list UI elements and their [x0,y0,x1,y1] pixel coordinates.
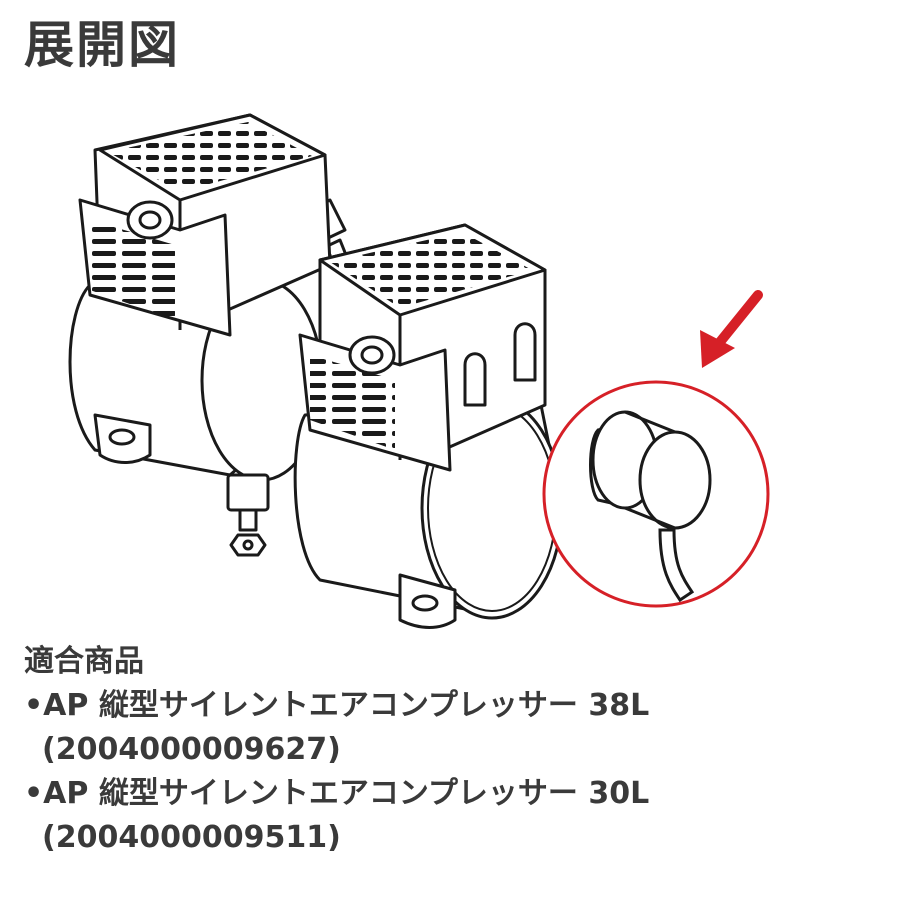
air-compressor-illustration [68,113,564,629]
page-title: 展開図 [24,16,180,74]
product-item: •AP 縦型サイレントエアコンプレッサー 30L (2004000009511) [24,772,884,860]
compressor-diagram [68,113,770,629]
compatible-products-heading: 適合商品 [24,644,144,679]
product-code: (2004000009627) [42,732,341,767]
product-item: •AP 縦型サイレントエアコンプレッサー 38L (2004000009627) [24,684,884,772]
product-code: (2004000009511) [42,820,341,855]
highlight-arrow-icon [700,290,763,368]
magnified-part-circle [542,380,770,608]
product-name: •AP 縦型サイレントエアコンプレッサー 38L [24,688,650,723]
product-name: •AP 縦型サイレントエアコンプレッサー 30L [24,776,650,811]
compatible-products-section: 適合商品 •AP 縦型サイレントエアコンプレッサー 38L (200400000… [24,640,884,860]
